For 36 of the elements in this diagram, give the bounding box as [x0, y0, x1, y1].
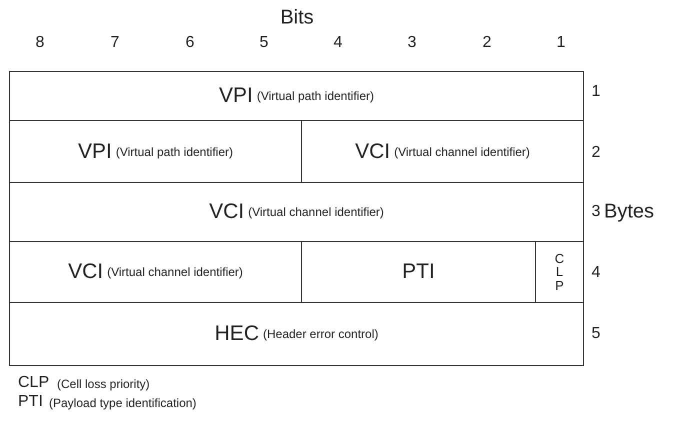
- axis-title: Bytes: [604, 200, 654, 224]
- field-name: VPI: [218, 84, 253, 108]
- field-description: (Header error control): [262, 327, 378, 341]
- byte-number: 2: [592, 144, 600, 162]
- abbreviation: CLP: [18, 374, 50, 392]
- bit-number: 4: [334, 34, 342, 52]
- abbreviation: PTI: [18, 393, 43, 411]
- field-name: VPI: [78, 140, 112, 164]
- byte-number: 5: [592, 325, 600, 343]
- axis-title: Bits: [280, 6, 314, 30]
- field-name: HEC: [214, 322, 259, 346]
- bit-number: 2: [482, 34, 492, 52]
- field-description: (Virtual channel identifier): [394, 144, 530, 158]
- table-cell: [9, 71, 584, 121]
- field-description: (Virtual channel identifier): [248, 205, 384, 219]
- byte-number: 3: [592, 203, 600, 221]
- bit-number: 6: [186, 34, 194, 52]
- field-description: (Virtual path identifier): [256, 89, 374, 103]
- byte-number: 1: [592, 83, 600, 101]
- bit-number: 3: [408, 34, 416, 52]
- field-description: (Virtual path identifier): [116, 144, 234, 158]
- abbreviation-meaning: (Cell loss priority): [57, 377, 150, 391]
- field-name: PTI: [402, 260, 435, 284]
- bit-number: 1: [556, 34, 566, 52]
- table-cell: [9, 302, 584, 366]
- field-name: VCI: [209, 200, 244, 224]
- bit-number: 5: [260, 34, 268, 52]
- bit-number: 8: [36, 34, 44, 52]
- field-description: (Virtual channel identifier): [107, 265, 243, 279]
- abbreviation-meaning: (Payload type identification): [49, 396, 196, 410]
- bit-number: 7: [110, 34, 120, 52]
- field-name: VCI: [355, 140, 390, 164]
- field-name: CLP: [554, 252, 566, 292]
- table-cell: [9, 182, 584, 242]
- byte-number: 4: [592, 264, 600, 282]
- field-name: VCI: [68, 260, 104, 284]
